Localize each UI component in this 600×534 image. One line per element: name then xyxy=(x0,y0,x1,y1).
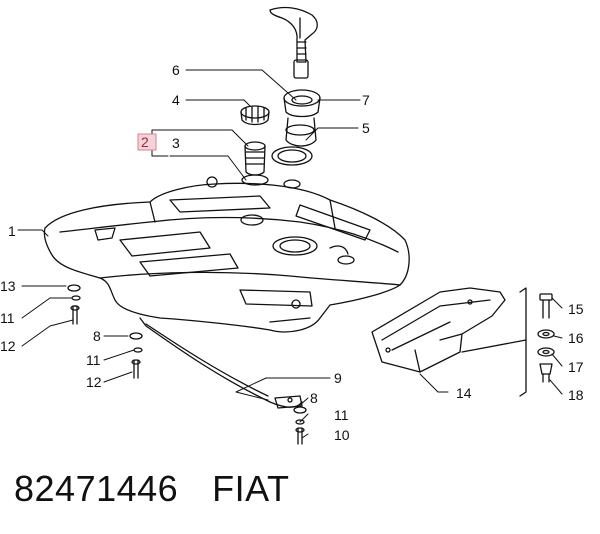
callout-11b: 11 xyxy=(86,352,101,368)
hardware-mid xyxy=(129,332,143,379)
callout-6: 6 xyxy=(172,62,180,78)
callout-17: 17 xyxy=(568,359,584,375)
heat-shield xyxy=(371,287,506,373)
callout-5: 5 xyxy=(362,120,370,136)
filler-hose xyxy=(269,6,318,79)
callout-labels: 1 2 3 4 5 6 7 8 8 9 10 11 11 11 12 12 13… xyxy=(0,62,584,443)
callout-2-highlight xyxy=(137,133,157,151)
hardware-left xyxy=(67,284,81,325)
callout-2: 2 xyxy=(141,134,149,150)
callout-15: 15 xyxy=(568,301,584,317)
hardware-bottom xyxy=(293,406,307,445)
neck-gasket xyxy=(271,146,313,166)
tank-strap xyxy=(139,317,303,409)
callout-12a: 12 xyxy=(0,338,16,354)
callout-12b: 12 xyxy=(86,374,102,390)
callout-7: 7 xyxy=(362,92,370,108)
part-caption: 82471446 FIAT xyxy=(14,468,324,510)
callout-8a: 8 xyxy=(93,328,101,344)
brand-name: FIAT xyxy=(212,468,290,509)
callout-10: 10 xyxy=(334,427,350,443)
callout-11a: 11 xyxy=(0,310,15,326)
ring-nut xyxy=(240,105,270,126)
part-number: 82471446 xyxy=(14,468,179,509)
callout-16: 16 xyxy=(568,330,584,346)
callout-18: 18 xyxy=(568,387,584,403)
filler-cap xyxy=(283,89,321,118)
callout-11c: 11 xyxy=(334,407,349,423)
level-sender xyxy=(241,141,269,186)
callout-14: 14 xyxy=(456,385,472,401)
callout-9: 9 xyxy=(334,370,342,386)
hardware-right xyxy=(537,293,555,383)
callout-3: 3 xyxy=(172,135,180,151)
callout-4: 4 xyxy=(172,92,180,108)
fuel-tank xyxy=(43,176,410,333)
callout-8b: 8 xyxy=(310,390,318,406)
callout-1: 1 xyxy=(8,223,16,239)
callout-13: 13 xyxy=(0,278,16,294)
filler-neck xyxy=(285,117,317,147)
leader-lines xyxy=(17,69,563,439)
